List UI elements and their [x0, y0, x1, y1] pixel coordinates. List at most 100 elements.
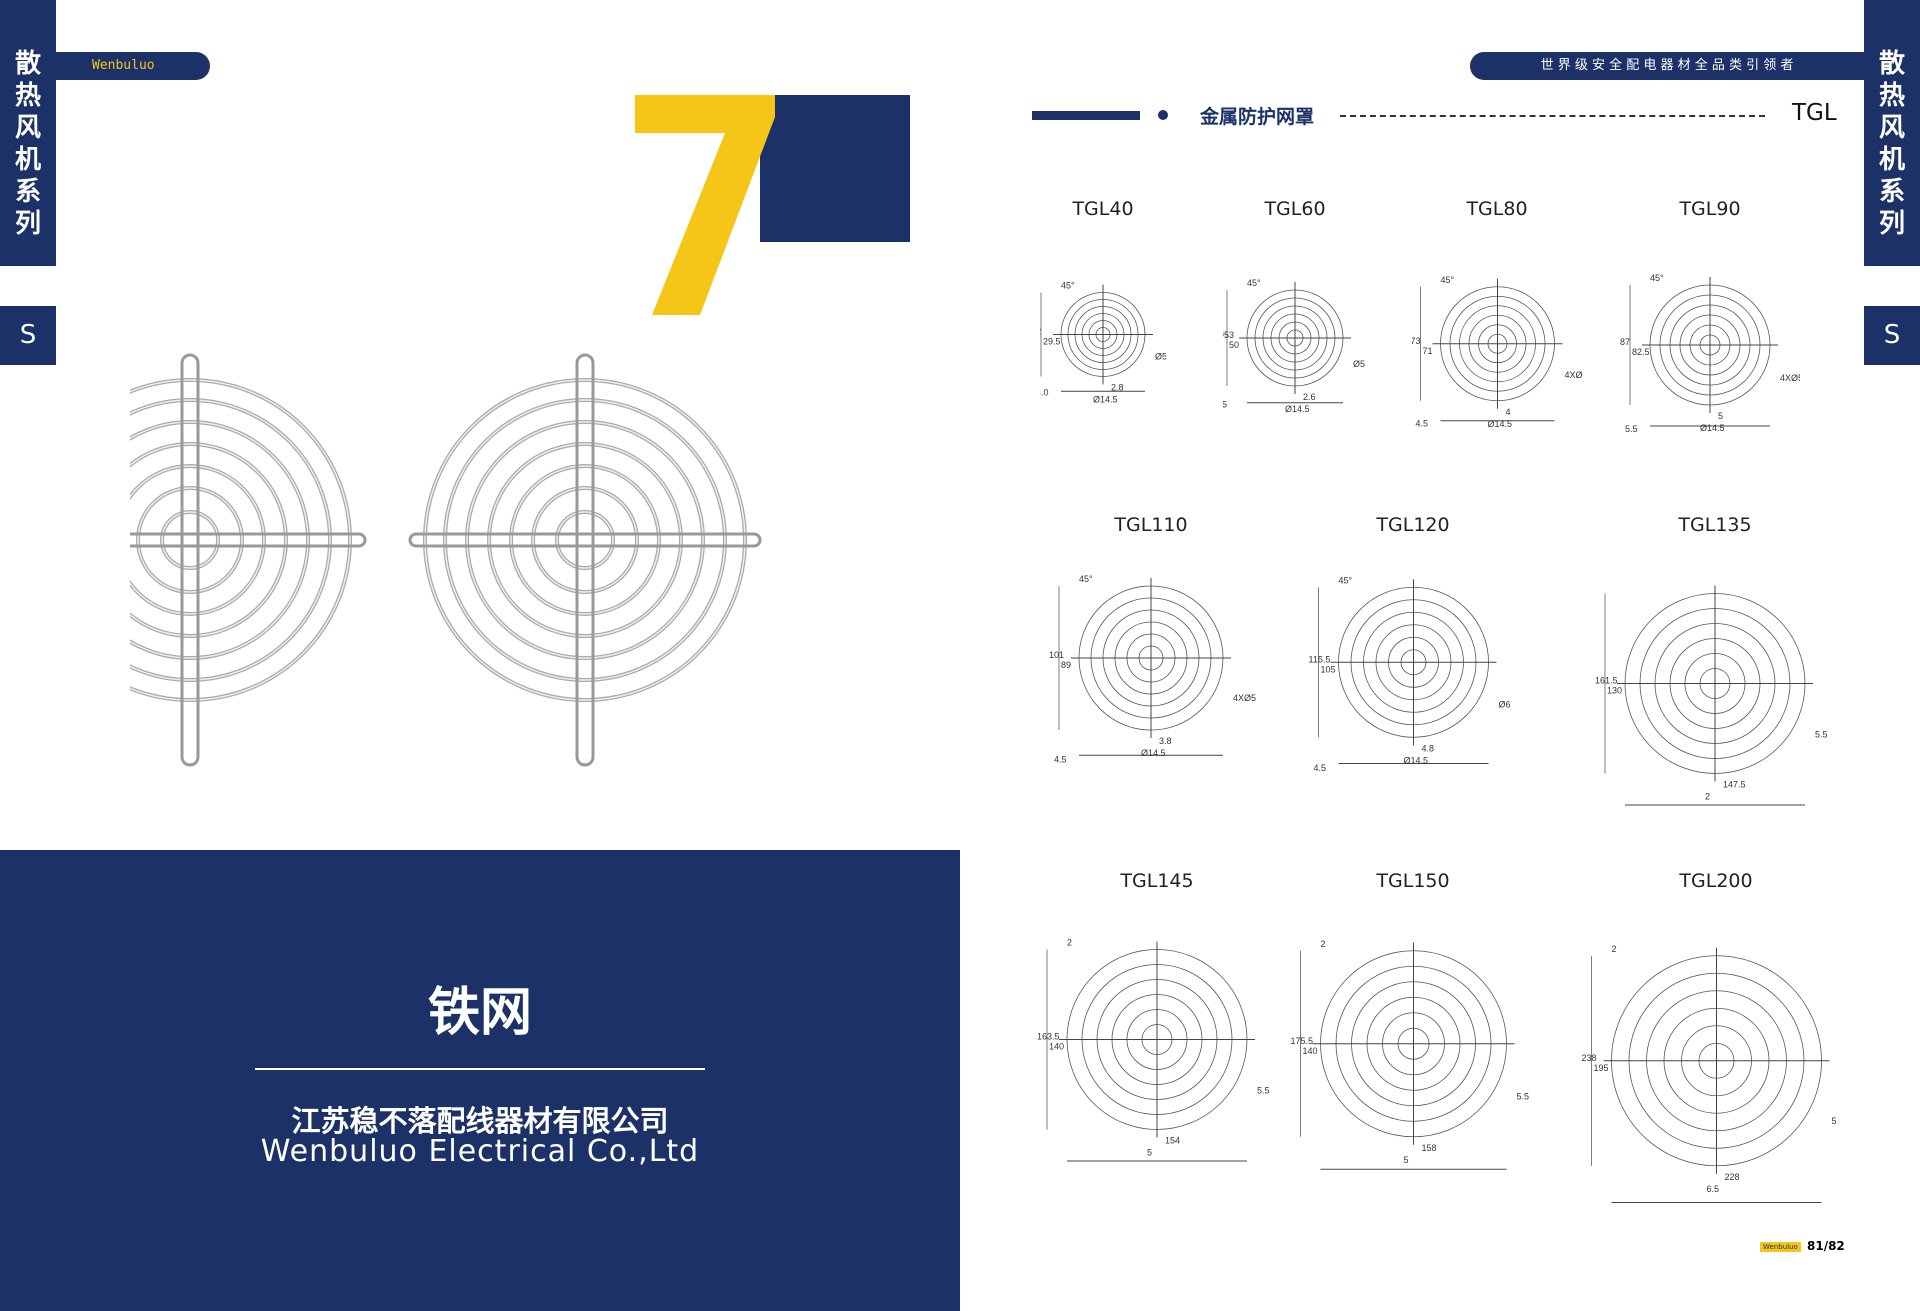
dimension-label: Ø5 — [1353, 359, 1365, 369]
side-title-text: 散热风机系列 — [1879, 49, 1906, 239]
company-name-cn: 江苏稳不落配线器材有限公司 — [291, 1104, 669, 1138]
dimension-label: 2 — [1705, 792, 1710, 802]
section-title: 金属防护网罩 — [1200, 106, 1315, 128]
fan-guard-photos — [130, 353, 762, 767]
company-name-en: Wenbuluo Electrical Co.,Ltd — [260, 1134, 700, 1169]
dimension-label: 5.5 — [1516, 1092, 1529, 1102]
dimension-label: 175.5 — [1290, 1036, 1313, 1046]
side-title-left: 散热风机系列 — [0, 0, 56, 266]
dimension-label: 45° — [1061, 281, 1075, 291]
dimension-label: 130 — [1607, 686, 1622, 696]
dimension-label: 4.5 — [1415, 418, 1428, 428]
chapter-square — [760, 95, 910, 242]
dimension-label: 45° — [1650, 273, 1664, 283]
product-label: TGL200 — [1679, 870, 1753, 892]
dimension-label: 29.5 — [1043, 337, 1061, 347]
dimension-label: 32 — [1040, 327, 1041, 337]
dimension-label: 5 — [1147, 1148, 1152, 1158]
side-title-text: 散热风机系列 — [15, 49, 42, 239]
dimension-label: Ø5 — [1155, 352, 1166, 362]
chapter-number-7 — [635, 95, 775, 315]
product-label: TGL60 — [1264, 198, 1326, 220]
dimension-label: 4.5 — [1313, 763, 1326, 773]
dimension-label: 140 — [1302, 1046, 1317, 1056]
product-label: TGL90 — [1679, 198, 1741, 220]
dimension-label: 4.0 — [1040, 387, 1049, 397]
dimension-label: 4XØ5 — [1564, 369, 1583, 379]
fan-guard-photo — [408, 353, 762, 767]
dimension-label: 115.5 — [1308, 654, 1330, 664]
dimension-label: 147.5 — [1723, 780, 1746, 790]
slogan-pill: 世 界 级 安 全 配 电 器 材 全 品 类 引 领 者 — [1470, 52, 1864, 80]
dimension-label: 161.5 — [1595, 676, 1618, 686]
dimension-label: Ø14.5 — [1403, 755, 1428, 765]
dimension-label: 2 — [1611, 944, 1616, 954]
dimension-label: 105 — [1320, 664, 1335, 674]
dimension-label: 5 — [1403, 1155, 1408, 1165]
fan-guard-photo — [130, 353, 367, 767]
dimension-label: 140 — [1049, 1042, 1064, 1052]
side-title-right: 散热风机系列 — [1864, 0, 1920, 266]
dimension-label: 50 — [1229, 340, 1239, 350]
dimension-label: 4.5 — [1054, 754, 1067, 764]
brand-pill: Wenbuluo — [56, 52, 210, 80]
dimension-label: 87 — [1620, 337, 1630, 347]
dimension-label: 195 — [1593, 1063, 1608, 1073]
dimension-label: Ø14.5 — [1487, 418, 1512, 428]
product-label: TGL80 — [1466, 198, 1528, 220]
dimension-label: 158 — [1421, 1143, 1436, 1153]
product-name: 铁网 — [427, 983, 532, 1043]
product-label: TGL40 — [1072, 198, 1134, 220]
dimension-label: 45° — [1440, 274, 1454, 284]
dimension-label: 2 — [1320, 939, 1325, 949]
dimension-label: 4XØ5 — [1780, 373, 1800, 383]
product-panel: 铁网 江苏稳不落配线器材有限公司 Wenbuluo Electrical Co.… — [0, 850, 960, 1311]
dimension-label: 228 — [1724, 1172, 1739, 1182]
dimension-label: 71 — [1422, 345, 1432, 355]
dimension-label: 45° — [1247, 278, 1261, 288]
dimension-label: 154 — [1165, 1136, 1180, 1146]
dimension-label: Ø14.5 — [1141, 748, 1166, 758]
side-letter-right: S — [1864, 306, 1920, 365]
dimension-label: 89 — [1061, 660, 1071, 670]
header-bar — [1032, 111, 1140, 120]
product-label: TGL110 — [1114, 514, 1188, 536]
dimension-label: 5.5 — [1815, 730, 1828, 740]
dimension-label: 4XØ5 — [1233, 693, 1256, 703]
dimension-label: 5.5 — [1257, 1086, 1270, 1096]
dimension-label: 5.5 — [1625, 424, 1638, 434]
side-letter-left: S — [0, 306, 56, 365]
dimension-label: 238 — [1581, 1053, 1596, 1063]
product-label: TGL145 — [1120, 870, 1194, 892]
product-label: TGL135 — [1678, 514, 1752, 536]
dimension-label: Ø6 — [1498, 699, 1510, 709]
dimension-label: 163.5 — [1037, 1032, 1060, 1042]
dimension-label: 2.8 — [1111, 383, 1124, 393]
dimension-label: Ø14.5 — [1700, 423, 1725, 433]
dimension-label: 5 — [1831, 1116, 1836, 1126]
dimension-label: 45° — [1338, 575, 1352, 585]
product-label: TGL120 — [1376, 514, 1450, 536]
dimension-label: 101 — [1049, 650, 1064, 660]
dimension-label: 45° — [1079, 574, 1093, 584]
dimension-label: 5 — [1718, 411, 1723, 421]
divider — [255, 1068, 705, 1070]
dimension-label: 82.5 — [1632, 347, 1650, 357]
dimension-label: 6.5 — [1706, 1184, 1719, 1194]
dimension-label: 5 — [1223, 400, 1227, 410]
dimension-label: 2 — [1067, 938, 1072, 948]
dimension-label: 73 — [1412, 335, 1421, 345]
section-code: TGL — [1792, 100, 1837, 126]
dimension-label: 2.6 — [1303, 392, 1316, 402]
dimension-label: 4 — [1505, 406, 1510, 416]
